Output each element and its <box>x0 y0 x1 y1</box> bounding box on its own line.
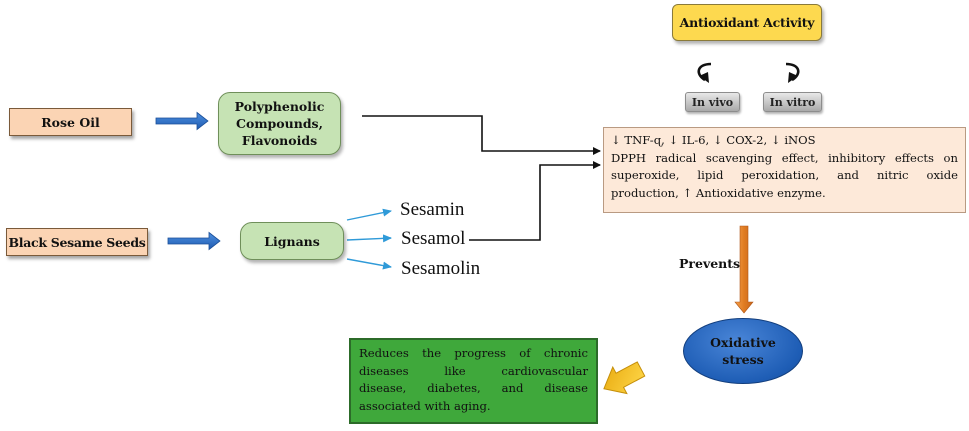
black-sesame-box: Black Sesame Seeds <box>6 228 148 256</box>
lignan-sesamolin: Sesamolin <box>401 258 481 279</box>
curved-arrow-icon <box>697 62 712 83</box>
polyphenolic-line-2: Compounds, <box>236 116 323 131</box>
outcome-arrow <box>603 361 646 395</box>
in-vitro-box: In vitro <box>763 92 822 112</box>
effects-line-4: production, ↑ Antioxidative enzyme. <box>611 185 826 200</box>
effects-line-1: ↓ TNF-ɋ, ↓ IL-6, ↓ COX-2, ↓ iNOS <box>611 133 816 147</box>
sesamol-connector <box>469 161 601 241</box>
prevents-label: Prevents <box>679 256 741 271</box>
lignans-box: Lignans <box>240 222 344 260</box>
oxidative-stress-ellipse: Oxidative stress <box>683 318 803 384</box>
oxidative-line-1: Oxidative <box>710 335 776 350</box>
curved-arrow-icon <box>785 62 800 83</box>
lignans-label: Lignans <box>264 233 320 249</box>
in-vivo-box: In vivo <box>685 92 740 112</box>
lignan-sesamol: Sesamol <box>401 228 466 249</box>
oxidative-line-2: stress <box>722 352 764 367</box>
rose-oil-arrow <box>155 111 209 131</box>
antioxidant-activity-label: Antioxidant Activity <box>679 15 815 30</box>
outcome-line-4: associated with aging. <box>359 398 491 413</box>
polyphenolic-box: Polyphenolic Compounds, Flavonoids <box>218 92 341 155</box>
black-sesame-label: Black Sesame Seeds <box>8 234 146 250</box>
polyphenolic-line-1: Polyphenolic <box>234 99 325 114</box>
outcome-box: Reduces the progress of chronic diseases… <box>349 338 598 424</box>
effects-line-3: superoxide, lipid peroxidation, and nitr… <box>611 168 958 182</box>
outcome-line-2: diseases like cardiovascular <box>359 363 588 378</box>
lignan-arrow-sesamolin <box>346 258 392 270</box>
lignan-sesamin: Sesamin <box>400 199 465 220</box>
in-vitro-label: In vitro <box>769 95 816 109</box>
polyphenolic-connector <box>362 115 601 155</box>
outcome-line-1: Reduces the progress of chronic <box>359 346 588 360</box>
lignan-arrow-sesamol <box>346 234 392 243</box>
prevents-arrow <box>734 225 754 314</box>
in-vivo-label: In vivo <box>691 95 734 109</box>
outcome-line-3: disease, diabetes, and disease <box>359 381 588 395</box>
effects-box: ↓ TNF-ɋ, ↓ IL-6, ↓ COX-2, ↓ iNOS DPPH ra… <box>603 127 966 213</box>
antioxidant-activity-box: Antioxidant Activity <box>672 4 822 41</box>
effects-line-2: DPPH radical scavenging effect, inhibito… <box>611 150 958 165</box>
rose-oil-box: Rose Oil <box>9 108 132 136</box>
polyphenolic-line-3: Flavonoids <box>241 133 318 148</box>
black-sesame-arrow <box>167 231 221 251</box>
rose-oil-label: Rose Oil <box>41 114 100 130</box>
lignan-arrow-sesamin <box>346 208 392 221</box>
